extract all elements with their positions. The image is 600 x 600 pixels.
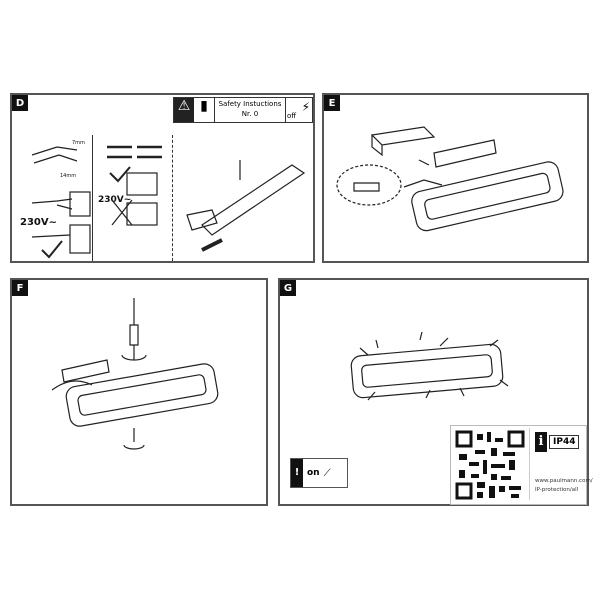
safety-box: ⚠ ▮ Safety Instuctions Nr. 0 off ⚡ <box>173 97 313 123</box>
on-notice: ! on ⟋ <box>290 458 348 488</box>
info-icon: i <box>535 432 547 452</box>
panel-label: G <box>280 280 296 296</box>
voltage-label: 230V~ <box>20 217 57 228</box>
qr-code <box>455 430 525 500</box>
voltage-label: 230V~ <box>98 195 132 205</box>
manual-icon: ▮ <box>200 98 208 114</box>
wiring-illustration <box>31 145 306 259</box>
panel-e: E <box>322 93 589 263</box>
safety-title: Safety Instuctions <box>218 100 282 108</box>
panel-label: E <box>324 95 340 111</box>
off-label: off <box>287 112 297 120</box>
panel-label: F <box>12 280 28 296</box>
panel-label: D <box>12 95 28 111</box>
url-line-1: www.paulmann.com/ <box>535 478 593 484</box>
warning-icon: ⚠ <box>174 98 194 122</box>
strip-14mm: 14mm <box>60 173 77 179</box>
panel-f: F <box>10 278 268 506</box>
assembly-illustration <box>336 126 564 232</box>
on-label: on <box>307 468 320 478</box>
strip-7mm: 7mm <box>72 140 85 146</box>
power-icon: ⚡ <box>301 100 310 114</box>
divider <box>92 135 93 261</box>
safety-nr: Nr. 0 <box>241 110 259 118</box>
switch-icon: ⟋ <box>323 467 331 479</box>
panel-g: G ! on ⟋ i IP44 www.paulmann.com/ IP-pro… <box>278 278 593 506</box>
divider-dashed <box>172 135 173 261</box>
ip-info-box: i IP44 www.paulmann.com/ IP-protection/a… <box>450 425 593 505</box>
panel-d: D ⚠ ▮ Safety Instuctions Nr. 0 off⚡ 7mm … <box>10 93 315 263</box>
url-line-2: IP-protection/all <box>535 487 579 493</box>
mounting-illustration <box>51 298 219 450</box>
ip-rating: IP44 <box>549 435 580 449</box>
lamp-lit-illustration <box>350 331 509 401</box>
warning-icon: ! <box>291 459 303 487</box>
